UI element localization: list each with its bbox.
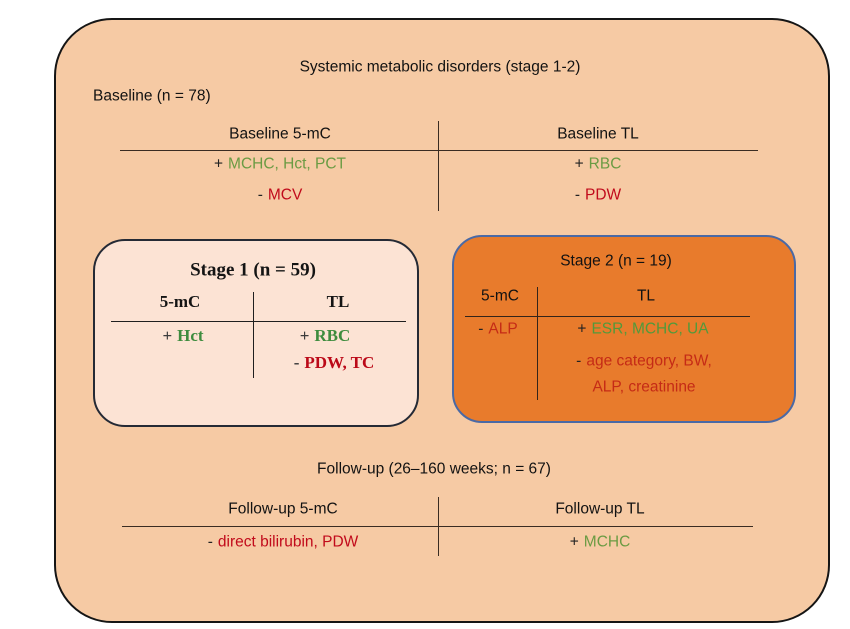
stage2-panel [452, 235, 796, 423]
stage2-tl-negative-items: age category, BW, [586, 352, 712, 370]
stage1-5mc-positive-items: Hct [177, 325, 204, 345]
baseline-tl-negative-items: PDW [585, 186, 622, 204]
stage2-5mc-negative-items: ALP [488, 320, 518, 338]
stage1-tl-positive-row: +RBC [300, 326, 351, 346]
stage1-title: Stage 1 (n = 59) [190, 259, 316, 281]
figure-title: Systemic metabolic disorders (stage 1-2) [299, 58, 581, 76]
baseline-tl-header: Baseline TL [557, 125, 639, 143]
stage2-5mc-header: 5-mC [481, 287, 519, 305]
plus-sign: + [162, 325, 173, 345]
followup-table-header-rule [122, 526, 753, 527]
stage2-5mc-negative-row: -ALP [478, 321, 517, 340]
followup-5mc-header: Follow-up 5-mC [228, 500, 338, 518]
followup-5mc-negative-row: -direct bilirubin, PDW [208, 534, 359, 553]
stage1-table-header-rule [111, 321, 406, 322]
stage2-tl-positive-row: +ESR, MCHC, UA [577, 321, 708, 340]
followup-label: Follow-up (26–160 weeks; n = 67) [317, 460, 551, 478]
stage1-tl-negative-row: -PDW, TC [294, 353, 375, 373]
baseline-5mc-positive-row: +MCHC, Hct, PCT [214, 156, 346, 175]
stage2-table-header-rule [465, 316, 750, 317]
baseline-tl-positive-items: RBC [588, 155, 622, 173]
minus-sign: - [576, 352, 582, 370]
baseline-5mc-positive-items: MCHC, Hct, PCT [228, 155, 347, 173]
minus-sign: - [207, 533, 213, 551]
stage1-tl-positive-items: RBC [314, 325, 351, 345]
baseline-5mc-negative-row: -MCV [258, 187, 303, 206]
followup-table-column-divider [438, 497, 439, 556]
plus-sign: + [574, 155, 584, 173]
stage1-table-column-divider [253, 292, 254, 378]
baseline-label: Baseline (n = 78) [93, 87, 211, 105]
plus-sign: + [577, 320, 587, 338]
minus-sign: - [478, 320, 484, 338]
plus-sign: + [299, 325, 310, 345]
baseline-5mc-header: Baseline 5-mC [229, 125, 331, 143]
stage2-tl-negative-items-continued: ALP, creatinine [592, 378, 696, 396]
plus-sign: + [569, 533, 579, 551]
stage2-tl-positive-items: ESR, MCHC, UA [591, 320, 709, 338]
stage2-tl-negative-row-continued: ALP, creatinine [592, 379, 695, 398]
stage2-tl-negative-row: -age category, BW, [576, 353, 712, 372]
baseline-5mc-negative-items: MCV [267, 186, 303, 204]
minus-sign: - [574, 186, 580, 204]
stage1-tl-negative-items: PDW, TC [304, 352, 375, 372]
stage2-tl-header: TL [636, 287, 656, 305]
minus-sign: - [257, 186, 263, 204]
stage2-title: Stage 2 (n = 19) [560, 252, 672, 270]
baseline-table-column-divider [438, 121, 439, 211]
stage1-5mc-header: 5-mC [159, 291, 201, 311]
minus-sign: - [293, 352, 300, 372]
stage1-tl-header: TL [326, 291, 350, 311]
stage1-5mc-positive-row: +Hct [162, 326, 203, 346]
baseline-tl-negative-row: -PDW [575, 187, 621, 206]
followup-5mc-negative-items: direct bilirubin, PDW [217, 533, 359, 551]
followup-tl-positive-row: +MCHC [570, 534, 631, 553]
baseline-tl-positive-row: +RBC [575, 156, 622, 175]
stage1-panel [93, 239, 419, 427]
stage2-table-column-divider [537, 287, 538, 400]
plus-sign: + [213, 155, 224, 173]
followup-tl-positive-items: MCHC [583, 533, 631, 551]
followup-tl-header: Follow-up TL [555, 500, 645, 518]
baseline-table-header-rule [120, 150, 758, 151]
